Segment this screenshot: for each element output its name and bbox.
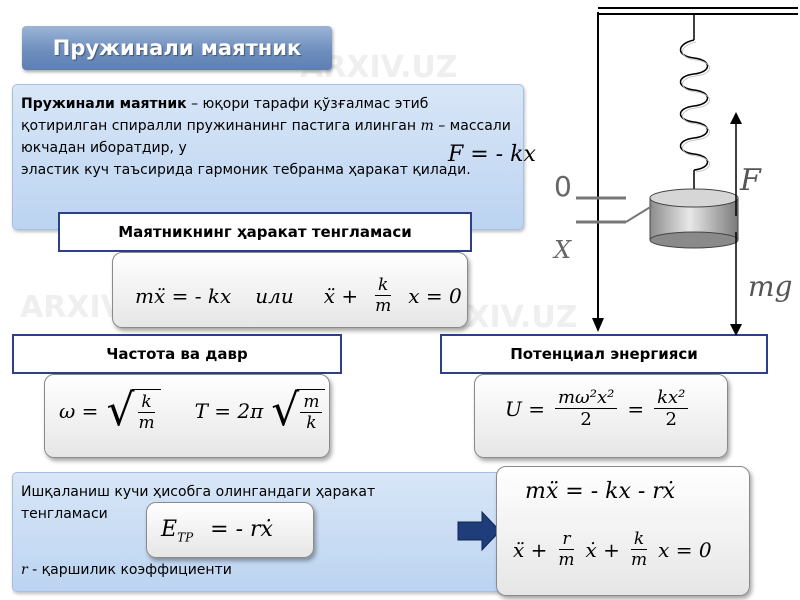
pointer-line [625,205,653,223]
motion-eq-rhs-end: x = 0 [408,283,462,308]
force-label: F [739,163,762,198]
energy-box: U = mω²x² 2 = kx² 2 [474,374,728,458]
page-title: Пружинали маятник [22,26,332,70]
r-over-m-fraction: r m [558,529,575,570]
motion-equation-box: mẍ = - kx или ẍ + k m x = 0 [112,252,468,328]
friction-subscript: TP [177,530,194,545]
damped-eq-2-mid: ẋ + [585,537,620,562]
damped-eq-1: mẍ = - kx - rẋ [525,479,676,504]
motion-eq-lhs: mẍ = - kx [135,283,232,308]
damping-line-1: Ишқаланиш кучи ҳисобга олингандаги ҳарак… [21,484,376,500]
axis-arrow-head [592,318,604,332]
weight-arrow-head [730,324,742,336]
energy-fraction-2: kx² 2 [654,387,689,430]
weight-top [649,188,739,208]
definition-text: – юқори тарафи қўзғалмас этиб қотирилган… [21,96,429,134]
k-over-m-fraction: k m [375,275,392,316]
spring-pendulum-diagram: 0 X F mg [552,7,798,336]
definition-box: Пружинали маятник – юқори тарафи қўзғалм… [12,84,524,230]
friction-rhs: = - rẋ [210,517,273,542]
damping-line-3: - қаршилик коэффициенти [27,562,232,578]
weight-bottom [649,231,739,249]
x-label: X [552,236,572,264]
omega-eq: ω = [59,399,99,423]
damped-equation-box: mẍ = - kx - rẋ ẍ + r m ẋ + k m x = 0 [496,466,750,596]
zero-label: 0 [554,170,572,203]
damping-line-2: тенгламаси [21,506,108,522]
friction-force-box: ETP = - rẋ [146,502,314,558]
k-over-m-fraction-2: k m [630,529,648,570]
hooke-law-formula: F = - kx [448,142,536,167]
mass-symbol: m [420,118,434,134]
force-arrow-head [730,112,742,124]
definition-term: Пружинали маятник [21,96,187,112]
r-symbol: r [21,562,28,578]
weight-label: mg [748,270,792,303]
damped-eq-2-start: ẍ + [513,537,548,562]
motion-equation-label: Маятникнинг ҳаракат тенгламаси [58,212,472,252]
friction-e: E [161,517,178,542]
or-word: или [255,283,294,308]
definition-text-2: – массали юкчадан иборатдир, у [21,118,511,156]
damped-eq-2-end: x = 0 [658,537,712,562]
energy-fraction-1: mω²x² 2 [554,387,618,430]
period-eq: T = 2π [194,399,264,423]
frequency-period-label: Частота ва давр [12,334,342,374]
energy-equals: = [627,396,645,421]
potential-energy-label: Потенциал энергияси [440,334,768,374]
energy-u: U = [505,396,545,421]
motion-eq-rhs-start: ẍ + [323,283,359,308]
definition-text-3: эластик куч таъсирида гармоник тебранма … [21,162,471,178]
right-arrow-icon [457,510,501,552]
